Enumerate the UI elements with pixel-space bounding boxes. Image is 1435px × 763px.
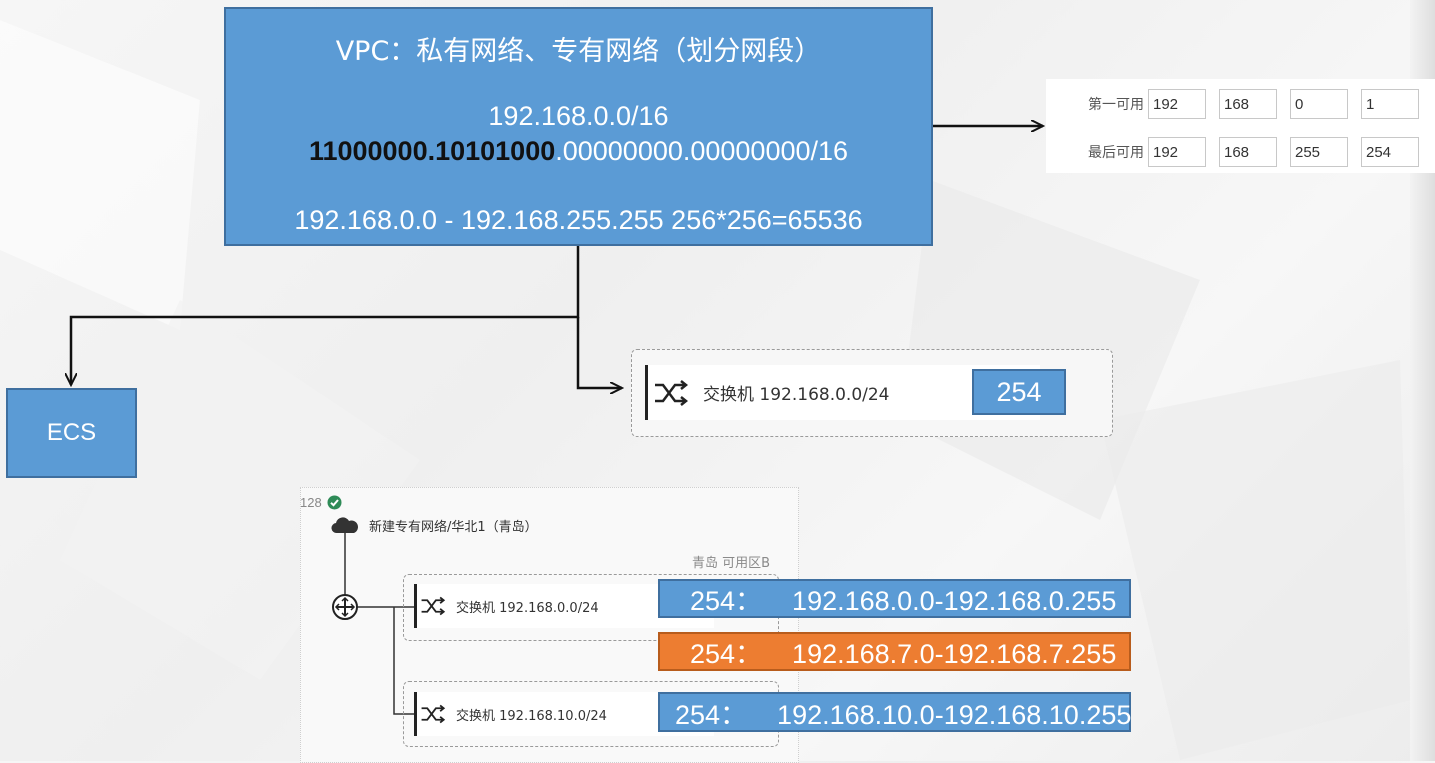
switch-icon bbox=[421, 704, 446, 724]
vpc-binary-host-bits: .00000000.00000000/16 bbox=[555, 136, 849, 166]
first-usable-label: 第一可用 bbox=[1088, 97, 1144, 113]
first-octet-3[interactable]: 0 bbox=[1290, 89, 1348, 119]
ip-panel: 第一可用 192 168 0 1 最后可用 192 168 255 254 bbox=[1046, 79, 1435, 173]
last-octet-1[interactable]: 192 bbox=[1148, 137, 1206, 167]
vpc-box: VPC：私有网络、专有网络（划分网段） 192.168.0.0/16 11000… bbox=[224, 7, 933, 246]
first-octet-4[interactable]: 1 bbox=[1361, 89, 1419, 119]
upper-switch-count: 254 bbox=[972, 369, 1066, 415]
first-usable-row: 第一可用 192 168 0 1 bbox=[1046, 88, 1432, 120]
switch-bar bbox=[414, 692, 417, 736]
arrow-to-ecs bbox=[71, 246, 580, 385]
range-label-1: 254： 192.168.0.0-192.168.0.255 bbox=[658, 579, 1131, 618]
upper-switch-label: 交换机 192.168.0.0/24 bbox=[703, 385, 890, 405]
console-switch-1-label: 交换机 192.168.0.0/24 bbox=[456, 600, 599, 616]
range-label-3: 254： 192.168.10.0-192.168.10.255 bbox=[658, 692, 1131, 732]
ecs-label: ECS bbox=[46, 419, 97, 446]
switch-icon bbox=[421, 596, 446, 616]
range-label-2: 254： 192.168.7.0-192.168.7.255 bbox=[658, 632, 1131, 671]
vpc-cidr: 192.168.0.0/16 bbox=[488, 101, 669, 131]
first-octet-2[interactable]: 168 bbox=[1219, 89, 1277, 119]
vpc-binary-network-bits: 11000000.10101000 bbox=[308, 136, 556, 166]
first-octet-1[interactable]: 192 bbox=[1148, 89, 1206, 119]
vpc-binary: 11000000.10101000.00000000.00000000/16 bbox=[226, 136, 931, 167]
vpc-title: VPC：私有网络、专有网络（划分网段） bbox=[335, 36, 822, 67]
last-usable-label: 最后可用 bbox=[1088, 145, 1144, 161]
check-icon bbox=[327, 495, 342, 510]
switch-bar bbox=[414, 584, 417, 628]
last-usable-row: 最后可用 192 168 255 254 bbox=[1046, 136, 1432, 168]
vpc-id-fragment: 128 bbox=[300, 495, 322, 510]
console-vpc-name[interactable]: 新建专有网络/华北1（青岛） bbox=[369, 520, 538, 535]
last-octet-2[interactable]: 168 bbox=[1219, 137, 1277, 167]
router-icon[interactable] bbox=[331, 593, 359, 621]
console-switch-2-label: 交换机 192.168.10.0/24 bbox=[456, 708, 607, 724]
ecs-box: ECS bbox=[6, 388, 137, 478]
arrow-to-switch bbox=[576, 317, 622, 388]
switch-bar bbox=[645, 365, 648, 420]
switch-icon bbox=[655, 379, 689, 406]
vpc-range: 192.168.0.0 - 192.168.255.255 256*256=65… bbox=[294, 205, 863, 235]
last-octet-3[interactable]: 255 bbox=[1290, 137, 1348, 167]
last-octet-4[interactable]: 254 bbox=[1361, 137, 1419, 167]
zone-label: 青岛 可用区B bbox=[692, 556, 771, 571]
cloud-icon bbox=[331, 517, 358, 534]
